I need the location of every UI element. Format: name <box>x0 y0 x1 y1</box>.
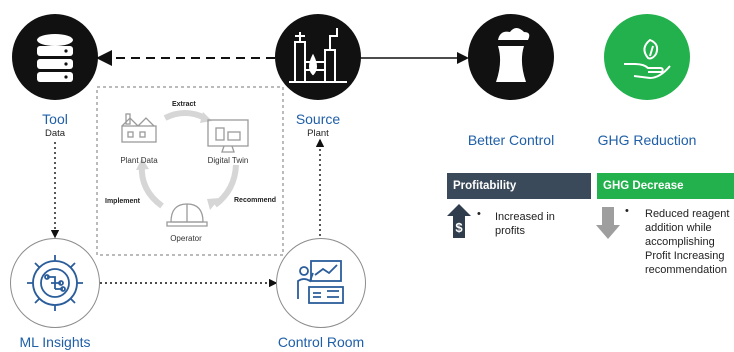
implement-label: Implement <box>105 198 141 205</box>
hard-hat-icon <box>166 203 208 227</box>
ghg-decrease-bullet: Reduced reagent addition while accomplis… <box>645 208 730 276</box>
source-subtitle: Plant <box>307 128 329 139</box>
recommend-label: Recommend <box>234 197 277 204</box>
tool-subtitle: Data <box>44 128 66 139</box>
digital-twin-label: Digital Twin <box>207 156 249 165</box>
better-control-node[interactable] <box>468 14 554 100</box>
control-room-title: Control Room <box>277 334 365 350</box>
cycle-arrow-recommend <box>213 164 239 208</box>
control-room-node[interactable] <box>276 238 366 328</box>
ghg-decrease-bullet-dot: • <box>625 205 629 217</box>
profitability-bullet-dot: • <box>477 208 481 220</box>
tool-node[interactable] <box>12 14 98 100</box>
ghg-decrease-header: GHG Decrease <box>597 173 734 199</box>
brain-gear-icon <box>27 255 83 311</box>
tool-title: Tool <box>42 111 68 127</box>
source-node[interactable] <box>275 14 361 100</box>
plant-building-icon <box>121 113 157 143</box>
cycle-arrow-extract <box>163 110 207 121</box>
ml-insights-node[interactable] <box>10 238 100 328</box>
ml-insights-title: ML Insights <box>19 334 91 350</box>
source-title: Source <box>295 111 341 127</box>
ghg-reduction-title: GHG Reduction <box>597 132 697 148</box>
operator-console-icon <box>297 260 344 304</box>
factory-icon <box>289 28 347 83</box>
extract-label: Extract <box>172 101 196 108</box>
svg-text:$: $ <box>455 220 463 235</box>
down-arrow-icon <box>596 207 620 239</box>
ghg-reduction-node[interactable] <box>604 14 690 100</box>
database-icon <box>37 34 73 82</box>
leaf-hand-icon <box>624 38 671 80</box>
cooling-tower-icon <box>496 28 530 82</box>
profitability-header: Profitability <box>447 173 591 199</box>
cycle-arrow-implement <box>138 164 164 209</box>
operator-label: Operator <box>170 234 202 243</box>
cycle-box <box>96 86 284 256</box>
dollar-up-icon: $ <box>447 204 471 238</box>
profitability-bullet: Increased in profits <box>495 211 555 237</box>
better-control-title: Better Control <box>467 132 555 148</box>
plant-data-label: Plant Data <box>120 156 158 165</box>
monitor-icon <box>207 119 249 153</box>
